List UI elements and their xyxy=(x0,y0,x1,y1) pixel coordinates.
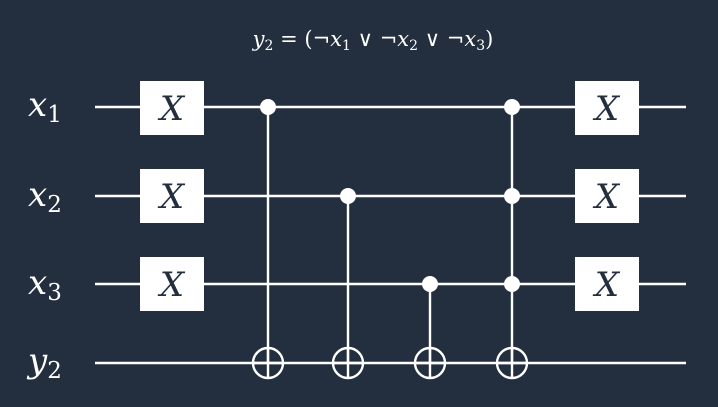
cnot-3-control-dot-x3 xyxy=(422,276,438,292)
x-gate-left-x3: X xyxy=(140,257,204,311)
wire-label-x2: x2 xyxy=(28,175,62,218)
wire-label-y2-sub: 2 xyxy=(47,358,62,384)
wire-label-y2: y2 xyxy=(26,341,62,384)
cnot-1-control-dot-x1 xyxy=(260,99,276,115)
cnot-3-target xyxy=(413,346,447,380)
x-gate-left-x2-label: X xyxy=(157,177,186,217)
x-gate-right-x2: X xyxy=(575,169,639,223)
wire-label-x3: x3 xyxy=(28,263,62,306)
wire-label-y2-var: y xyxy=(26,341,48,381)
wire-label-x3-sub: 3 xyxy=(47,280,62,306)
x-gate-right-x3: X xyxy=(575,257,639,311)
title-output-sub: 2 xyxy=(265,38,274,54)
title-or-1: ∨ xyxy=(351,27,380,51)
wire-label-x3-var: x xyxy=(28,263,47,303)
title-equals: = xyxy=(273,27,304,51)
title-output-var: y xyxy=(252,27,266,51)
toffoli-control-dot-x1 xyxy=(504,99,520,115)
toffoli-target xyxy=(495,346,529,380)
x-gate-left-x1-label: X xyxy=(157,89,186,129)
cnot-2-control-dot-x2 xyxy=(340,188,356,204)
title-term-2-sub: 2 xyxy=(409,38,418,54)
title-term-1-sub: 1 xyxy=(342,38,351,54)
title-not-3: ¬ xyxy=(447,27,465,51)
title-term-3-sub: 3 xyxy=(476,38,485,54)
x-gate-left-x1: X xyxy=(140,81,204,135)
title-open-paren: ( xyxy=(304,27,312,51)
toffoli-control-dot-x3 xyxy=(504,276,520,292)
toffoli-control-dot-x2 xyxy=(504,188,520,204)
title-term-1-var: x xyxy=(330,27,342,51)
cnot-1-target xyxy=(251,346,285,380)
wire-label-x1: x1 xyxy=(28,85,62,128)
wire-label-x2-sub: 2 xyxy=(47,192,62,218)
wire-label-x2-var: x xyxy=(28,175,47,215)
x-gate-right-x1: X xyxy=(575,81,639,135)
title-not-1: ¬ xyxy=(313,27,331,51)
title-term-2-var: x xyxy=(397,27,409,51)
x-gate-right-x1-label: X xyxy=(592,89,621,129)
wire-label-x1-sub: 1 xyxy=(47,102,62,128)
x-gate-right-x3-label: X xyxy=(592,265,621,305)
title-term-3-var: x xyxy=(464,27,476,51)
wire-label-x1-var: x xyxy=(28,85,47,125)
title-or-2: ∨ xyxy=(418,27,447,51)
x-gate-left-x2: X xyxy=(140,169,204,223)
title-close-paren: ) xyxy=(485,27,493,51)
cnot-2-target xyxy=(331,346,365,380)
x-gate-left-x3-label: X xyxy=(157,265,186,305)
circuit-title-formula: y2 = (¬x1 ∨ ¬x2 ∨ ¬x3) xyxy=(252,27,494,54)
title-not-2: ¬ xyxy=(380,27,398,51)
x-gate-right-x2-label: X xyxy=(592,177,621,217)
